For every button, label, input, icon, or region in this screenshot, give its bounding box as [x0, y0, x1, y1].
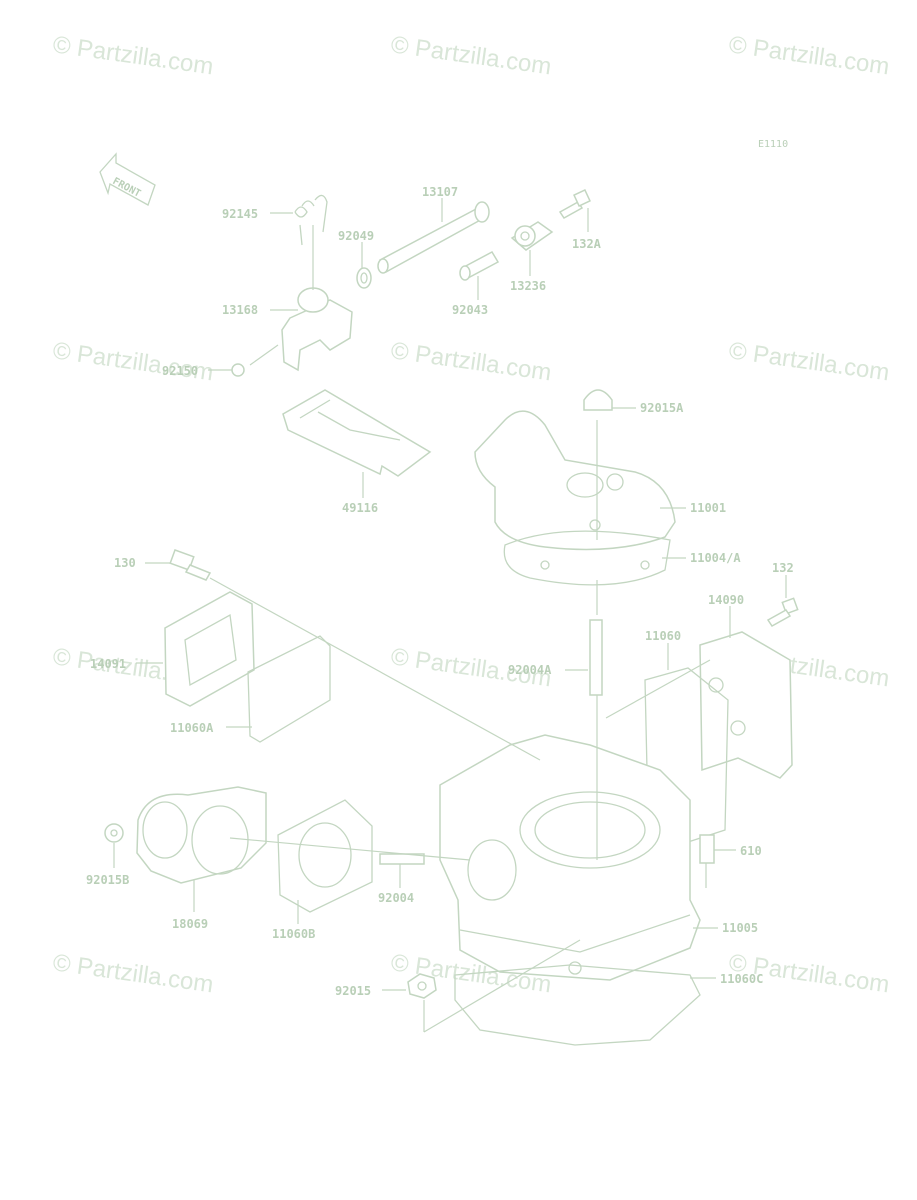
- part-11060A-gasket: [247, 635, 331, 743]
- watermark: © Partzilla.com: [727, 31, 891, 80]
- watermark: © Partzilla.com: [727, 337, 891, 386]
- label-92150: 92150: [162, 364, 198, 378]
- part-92145-spring: [294, 194, 328, 246]
- label-92015A: 92015A: [640, 401, 684, 415]
- label-130: 130: [114, 556, 136, 570]
- label-92043: 92043: [452, 303, 488, 317]
- label-132: 132: [772, 561, 794, 575]
- watermark: © Partzilla.com: [51, 949, 215, 998]
- front-arrow-icon: FRONT: [99, 152, 156, 206]
- label-13168: 13168: [222, 303, 258, 317]
- part-92049-bearing: [356, 267, 372, 289]
- label-11004A: 11004/A: [690, 551, 741, 565]
- label-11005: 11005: [722, 921, 758, 935]
- label-11060: 11060: [645, 629, 681, 643]
- part-92015B-nut: [104, 823, 124, 843]
- label-92049: 92049: [338, 229, 374, 243]
- part-92150-screw: [231, 363, 245, 377]
- part-132A-bolt: [558, 189, 591, 219]
- front-label: FRONT: [111, 176, 143, 200]
- watermark: © Partzilla.com: [51, 31, 215, 80]
- part-11004A-head-gasket: [503, 530, 671, 586]
- label-18069: 18069: [172, 917, 208, 931]
- label-13236: 13236: [510, 279, 546, 293]
- part-130-bolt: [169, 549, 212, 581]
- part-11005-cylinder: [439, 734, 701, 981]
- leader-lines: [113, 198, 787, 1033]
- part-92015-nut: [407, 973, 437, 999]
- part-labels: 92145 13107 92049 132A 13236 92043 13168…: [86, 185, 794, 998]
- label-11060A: 11060A: [170, 721, 214, 735]
- watermark: © Partzilla.com: [389, 337, 553, 386]
- label-11001: 11001: [690, 501, 726, 515]
- watermark: © Partzilla.com: [389, 31, 553, 80]
- part-13236-gear: [510, 221, 554, 251]
- part-92043-collar: [459, 251, 500, 281]
- label-13107: 13107: [422, 185, 458, 199]
- label-92145: 92145: [222, 207, 258, 221]
- label-11060B: 11060B: [272, 927, 315, 941]
- label-92004A: 92004A: [508, 663, 552, 677]
- label-14090: 14090: [708, 593, 744, 607]
- label-49116: 49116: [342, 501, 378, 515]
- part-11060B-gasket: [277, 799, 373, 913]
- part-18069-manifold: [136, 786, 267, 884]
- label-610: 610: [740, 844, 762, 858]
- part-13168-valve: [281, 287, 353, 372]
- part-14091-cover: [164, 591, 255, 707]
- diagram-code: E1110: [758, 139, 788, 150]
- label-92015B: 92015B: [86, 873, 129, 887]
- part-14090-cover: [699, 631, 793, 779]
- label-92004: 92004: [378, 891, 414, 905]
- label-92015: 92015: [335, 984, 371, 998]
- label-14091: 14091: [90, 657, 126, 671]
- part-13107-shaft: [377, 201, 490, 274]
- watermark: © Partzilla.com: [51, 337, 215, 386]
- label-132A: 132A: [572, 237, 602, 251]
- part-11060C-base-gasket: [454, 964, 701, 1046]
- part-610-dowel: [699, 834, 715, 864]
- label-11060C: 11060C: [720, 972, 763, 986]
- part-49116-valve: [282, 389, 432, 477]
- part-11001-cylinder-head: [474, 410, 676, 551]
- part-92015A-nut: [583, 389, 613, 411]
- part-92004A-stud: [589, 619, 603, 696]
- part-132-bolt: [766, 597, 799, 627]
